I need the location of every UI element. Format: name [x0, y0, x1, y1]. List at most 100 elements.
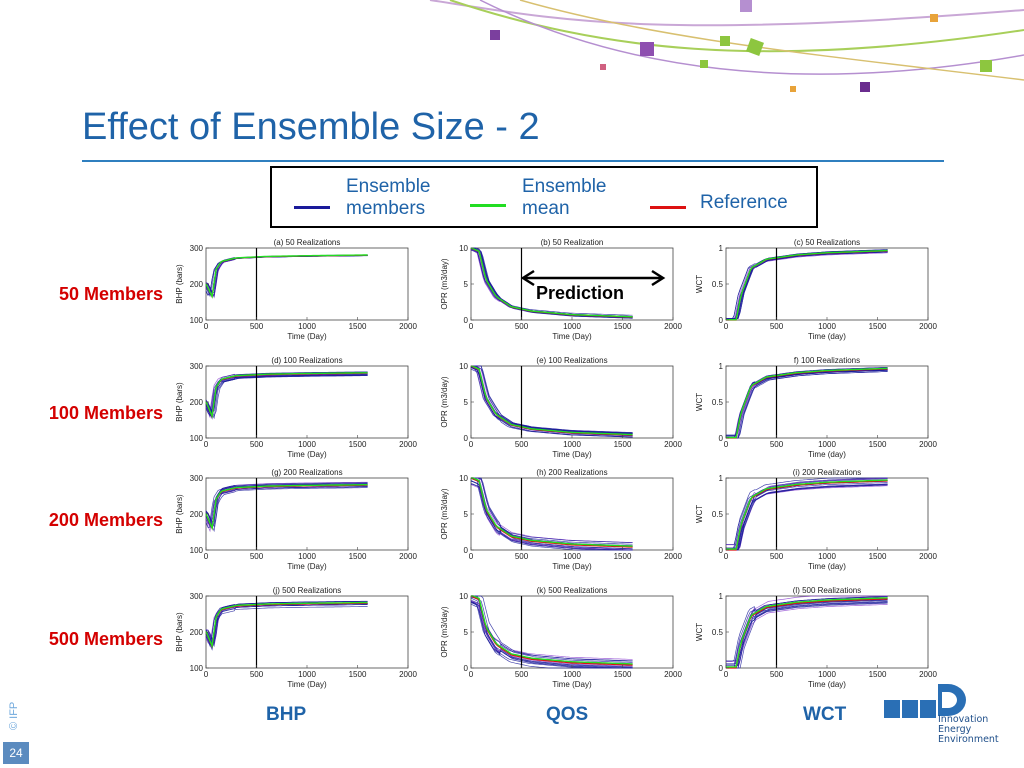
y-tick-label: 200 [190, 280, 204, 289]
x-tick-label: 1000 [563, 670, 581, 679]
x-axis-label: Time (Day) [552, 332, 592, 341]
x-tick-label: 0 [204, 440, 209, 449]
x-tick-label: 1500 [869, 552, 887, 561]
y-tick-label: 0.5 [712, 510, 724, 519]
ensemble-member-line [470, 597, 633, 668]
chart-title: (j) 500 Realizations [273, 586, 341, 595]
ensemble-member-line [205, 375, 368, 420]
x-tick-label: 1000 [818, 552, 836, 561]
y-tick-label: 0 [719, 434, 724, 443]
legend-item-members: Ensemble members [272, 168, 452, 226]
slide-title: Effect of Ensemble Size - 2 [82, 106, 540, 148]
plot-area [470, 477, 674, 551]
plot-area [470, 365, 674, 439]
ensemble-member-line [205, 486, 368, 528]
y-tick-label: 5 [464, 398, 469, 407]
plot-area [470, 247, 674, 321]
ensemble-member-line [726, 599, 888, 662]
x-axis-label: Time (day) [808, 680, 846, 689]
x-tick-label: 500 [250, 670, 264, 679]
x-tick-label: 0 [724, 322, 729, 331]
x-tick-label: 2000 [919, 440, 937, 449]
series-group [470, 247, 633, 319]
ensemble-mean-line [470, 247, 633, 318]
y-tick-label: 1 [719, 362, 724, 371]
x-tick-label: 2000 [399, 440, 417, 449]
y-tick-label: 200 [190, 398, 204, 407]
title-divider [82, 160, 944, 162]
logo-line-3: Environment [938, 734, 999, 745]
ensemble-mean-line [205, 254, 368, 299]
x-tick-label: 2000 [664, 322, 682, 331]
reference-line [470, 477, 633, 548]
reference-line [470, 595, 633, 666]
reference-line [726, 480, 888, 551]
x-tick-label: 1500 [614, 322, 632, 331]
chart-title: (b) 50 Realization [541, 238, 604, 247]
x-tick-label: 1500 [349, 322, 367, 331]
copyright-text: © IFP [8, 701, 20, 730]
ensemble-member-line [726, 483, 888, 551]
y-axis-label: WCT [695, 505, 704, 523]
ifp-logo [884, 684, 966, 718]
x-tick-label: 2000 [919, 670, 937, 679]
y-tick-label: 100 [190, 434, 204, 443]
ensemble-mean-line [726, 597, 888, 668]
chart-title: (a) 50 Realizations [274, 238, 341, 247]
y-tick-label: 1 [719, 474, 724, 483]
x-tick-label: 0 [724, 552, 729, 561]
x-tick-label: 2000 [664, 670, 682, 679]
x-tick-label: 1000 [298, 670, 316, 679]
series-group [470, 477, 633, 551]
ensemble-member-line [726, 604, 888, 669]
x-tick-label: 0 [724, 670, 729, 679]
ensemble-member-line [726, 599, 888, 669]
ensemble-member-line [205, 481, 368, 525]
series-group [205, 371, 368, 420]
ensemble-mean-line [471, 595, 633, 665]
row-label-100: 100 Members [48, 403, 163, 423]
legend-item-reference: Reference [632, 168, 816, 226]
ensemble-mean-line [205, 372, 368, 419]
reference-line [726, 598, 888, 669]
x-tick-label: 1000 [298, 552, 316, 561]
plot-area [725, 477, 929, 551]
x-tick-label: 2000 [664, 552, 682, 561]
y-tick-label: 5 [464, 510, 469, 519]
x-axis-label: Time (Day) [287, 680, 327, 689]
plot-area [205, 595, 409, 669]
y-tick-label: 300 [190, 244, 204, 253]
page-number: 24 [3, 742, 29, 764]
chart-title: (e) 100 Realizations [536, 356, 607, 365]
ensemble-member-line [471, 365, 633, 434]
plot-area [725, 365, 929, 439]
row-label-500: 500 Members [48, 629, 163, 649]
ensemble-member-line [471, 365, 633, 434]
x-tick-label: 1500 [349, 670, 367, 679]
logo-text: Innovation Energy Environment [938, 715, 999, 745]
y-axis-label: WCT [695, 623, 704, 641]
x-tick-label: 2000 [664, 440, 682, 449]
ensemble-mean-line [726, 367, 888, 439]
x-tick-label: 2000 [399, 322, 417, 331]
x-tick-label: 1500 [614, 670, 632, 679]
y-tick-label: 5 [464, 280, 469, 289]
legend-label-reference: Reference [700, 192, 788, 213]
chart-title: (i) 200 Realizations [793, 468, 861, 477]
x-axis-label: Time (Day) [552, 450, 592, 459]
ensemble-member-line [726, 484, 888, 551]
x-tick-label: 1500 [869, 322, 887, 331]
x-tick-label: 0 [469, 322, 474, 331]
y-tick-label: 200 [190, 628, 204, 637]
x-tick-label: 500 [515, 440, 529, 449]
prediction-arrow [520, 269, 666, 287]
y-tick-label: 10 [459, 362, 468, 371]
ensemble-member-line [471, 595, 633, 660]
x-tick-label: 0 [469, 440, 474, 449]
x-axis-label: Time (Day) [287, 332, 327, 341]
